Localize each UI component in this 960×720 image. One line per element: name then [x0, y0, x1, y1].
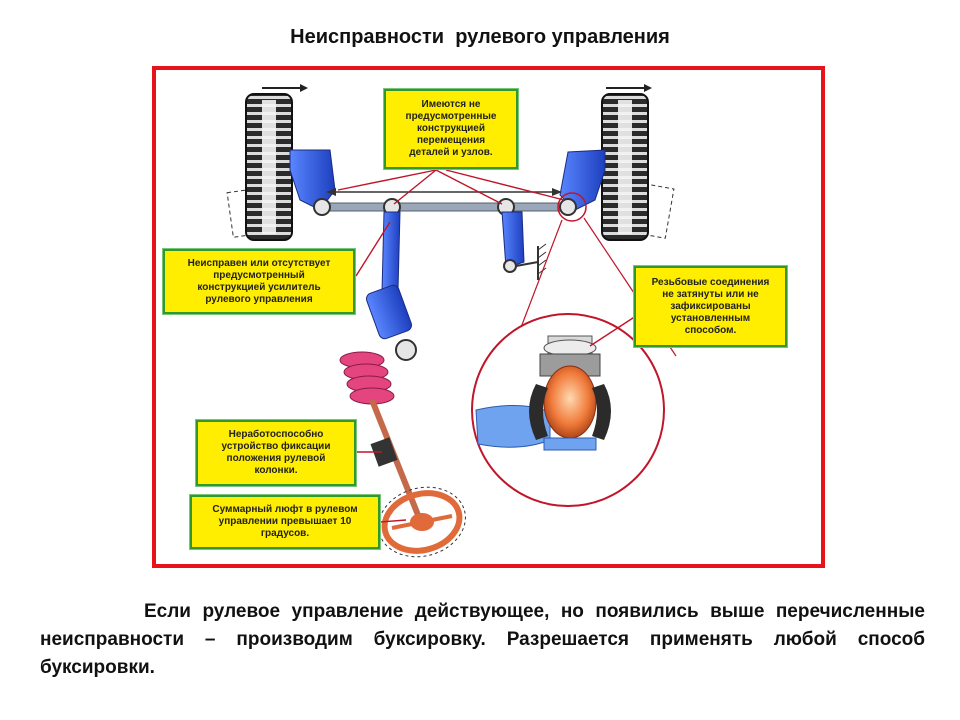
pointer-lines — [337, 169, 637, 523]
page-title: Неисправности рулевого управления — [290, 26, 670, 48]
steering-wheel — [378, 486, 466, 558]
callout-column-lock: Неработоспособно устройство фиксации пол… — [196, 420, 356, 486]
idler-arm — [501, 211, 547, 280]
diagram-frame — [152, 66, 825, 568]
callout-movement: Имеются не предусмотренные конструкцией … — [384, 89, 518, 169]
spring-coupling — [339, 351, 395, 405]
callout-power-steering: Неисправен или отсутствует предусмотренн… — [163, 249, 355, 314]
rod-joints — [313, 198, 577, 216]
towing-note-text: Если рулевое управление действующее, но … — [40, 601, 925, 678]
ball-joint-closeup — [471, 192, 677, 507]
steering-column — [369, 398, 423, 522]
callout-threaded-joints: Резьбовые соединения не затянуты или не … — [634, 266, 787, 347]
steering-gear — [366, 211, 417, 361]
towing-note: Если рулевое управление действующее, но … — [40, 598, 925, 682]
callout-free-play: Суммарный люфт в рулевом управлении прев… — [190, 495, 380, 549]
left-wheel — [226, 84, 308, 241]
right-wheel — [601, 84, 675, 241]
